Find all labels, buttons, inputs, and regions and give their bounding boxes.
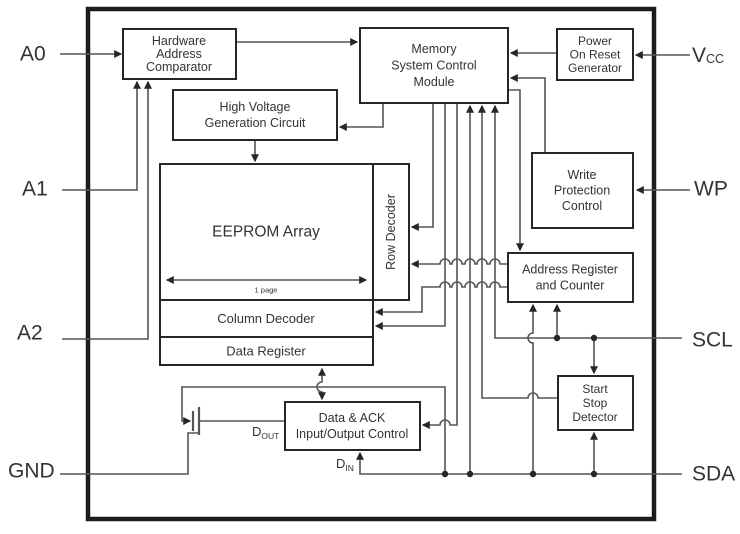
address-register-box — [507, 252, 634, 303]
signal-labels: DOUT DIN — [252, 424, 354, 474]
hardware-address-comparator-box — [122, 28, 237, 80]
address-register-label: Address Register — [522, 263, 618, 277]
dout-subscript: OUT — [261, 431, 279, 441]
wire-mscm-to-row-decoder — [410, 103, 434, 231]
high-voltage-generation-box — [172, 89, 338, 141]
scl-junction-dot — [590, 334, 598, 342]
junction-dots — [441, 334, 598, 478]
write-protection-label: Control — [562, 199, 602, 213]
data-ack-io-label: Input/Output Control — [296, 427, 409, 441]
pin-scl-label: SCL — [692, 329, 733, 352]
block-labels: Hardware Address Comparator High Voltage… — [146, 34, 622, 441]
hardware-address-comparator-label: Comparator — [146, 60, 212, 74]
write-protection-label: Write — [568, 168, 597, 182]
power-on-reset-label: Power — [578, 34, 612, 48]
wire-gnd-to-transistor — [60, 432, 199, 475]
sda-junction-dot — [441, 470, 449, 478]
memory-system-control-label: System Control — [391, 59, 476, 73]
wire-sda-to-address-register — [527, 303, 537, 474]
data-ack-io-box — [284, 401, 421, 451]
data-register-box — [159, 336, 374, 366]
din-subscript: IN — [345, 463, 354, 473]
address-register-label: and Counter — [536, 279, 605, 293]
start-stop-detector-label: Stop — [583, 396, 608, 410]
din-label: DIN — [336, 456, 354, 474]
wire-sda-to-data-ack-din — [356, 451, 682, 475]
sda-junction-dot — [466, 470, 474, 478]
wire-mscm-to-hv-generator — [338, 103, 384, 131]
start-stop-detector-box — [557, 375, 634, 431]
data-ack-io-label: Data & ACK — [319, 411, 386, 425]
pin-vcc-label: VCC — [692, 44, 724, 67]
pin-gnd-label: GND — [8, 460, 55, 483]
row-decoder-label: Row Decoder — [384, 194, 398, 270]
page-width-label: 1 page — [255, 286, 278, 295]
power-on-reset-label: On Reset — [570, 48, 621, 62]
pin-a1-label: A1 — [22, 178, 48, 201]
write-protection-label: Protection — [554, 184, 610, 198]
sda-junction-dot — [529, 470, 537, 478]
wire-data-register-to-data-ack — [316, 367, 326, 401]
power-on-reset-label: Generator — [568, 61, 622, 75]
wire-write-protection-to-mscm — [509, 74, 546, 153]
wire-mscm-to-data-ack — [421, 103, 458, 429]
column-decoder-label: Column Decoder — [217, 311, 315, 326]
pin-sda-label: SDA — [692, 463, 735, 486]
wire-scl-to-mscm — [491, 104, 682, 339]
data-register-label: Data Register — [226, 344, 306, 359]
start-stop-detector-label: Start — [582, 382, 608, 396]
memory-system-control-box — [359, 27, 509, 104]
wire-a1-to-comparator — [62, 80, 141, 191]
wires — [60, 38, 690, 475]
pin-a2-label: A2 — [17, 322, 43, 345]
high-voltage-generation-label: High Voltage — [220, 100, 291, 114]
pin-wp-label: WP — [694, 178, 728, 201]
pin-vcc-base: V — [692, 44, 706, 67]
dout-base: D — [252, 424, 261, 439]
wire-address-register-to-column-decoder — [374, 281, 508, 316]
wire-start-stop-to-mscm — [478, 104, 558, 399]
din-base: D — [336, 456, 345, 471]
wire-address-register-to-row-decoder — [410, 258, 508, 268]
dout-label: DOUT — [252, 424, 279, 442]
hardware-address-comparator-label: Hardware — [152, 34, 206, 48]
wire-mscm-to-address-register — [508, 89, 524, 252]
chip-outline — [85, 6, 657, 522]
wire-sda-to-transistor-gate — [181, 386, 446, 474]
wire-mscm-to-column-decoder — [374, 103, 446, 330]
memory-system-control-label: Module — [414, 75, 455, 89]
high-voltage-generation-label: Generation Circuit — [205, 116, 306, 130]
sda-junction-dot — [590, 470, 598, 478]
column-decoder-box — [159, 299, 374, 338]
hardware-address-comparator-label: Address — [156, 47, 202, 61]
power-on-reset-box — [556, 28, 634, 81]
memory-system-control-label: Memory — [411, 42, 457, 56]
pin-labels: A0 A1 A2 GND VCC WP SCL SDA — [8, 43, 735, 486]
start-stop-detector-label: Detector — [572, 410, 617, 424]
pin-vcc-subscript: CC — [706, 52, 724, 66]
scl-junction-dot — [553, 334, 561, 342]
row-decoder-box — [372, 163, 410, 301]
eeprom-array-label: EEPROM Array — [212, 224, 320, 241]
write-protection-box — [531, 152, 634, 229]
pin-a0-label: A0 — [20, 43, 46, 66]
blocks — [122, 27, 634, 451]
wire-a2-to-comparator — [62, 80, 152, 340]
